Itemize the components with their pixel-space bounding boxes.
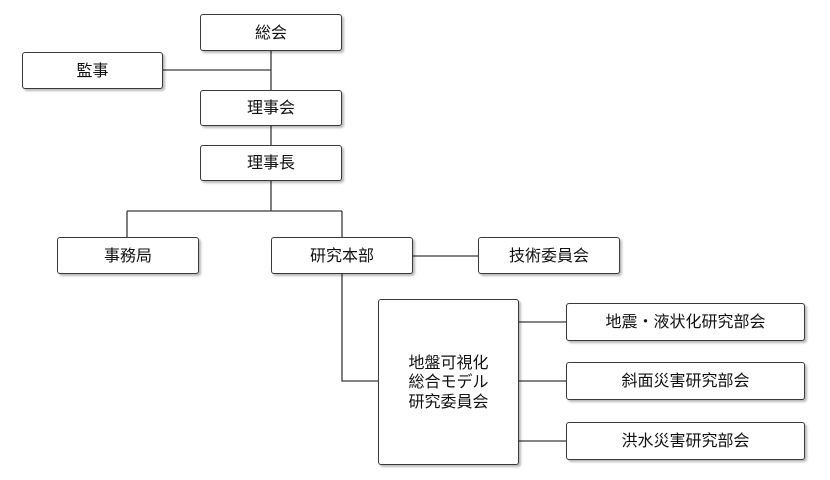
chairman-label: 理事長 (246, 153, 295, 173)
board-box: 理事会 (200, 90, 342, 126)
auditor-box: 監事 (22, 52, 163, 89)
board-label: 理事会 (246, 98, 295, 118)
flood-subcommittee-box: 洪水災害研究部会 (566, 422, 805, 460)
liquefaction-subcommittee-box: 地震・液状化研究部会 (566, 303, 805, 341)
connector-visualization-committee (341, 274, 378, 382)
technical-committee-box: 技術委員会 (478, 237, 620, 274)
visualization-committee-line-2: 総合モデル (408, 372, 489, 392)
visualization-committee-line-3: 研究委員会 (408, 391, 489, 411)
research-hq-box: 研究本部 (271, 237, 413, 274)
technical-committee-label: 技術委員会 (508, 245, 589, 265)
general-assembly-label: 総会 (254, 22, 287, 42)
chairman-box: 理事長 (200, 145, 342, 181)
visualization-committee-line-1: 地盤可視化 (408, 352, 489, 372)
liquefaction-subcommittee-label: 地震・液状化研究部会 (605, 312, 766, 332)
secretariat-box: 事務局 (57, 237, 199, 274)
auditor-label: 監事 (76, 60, 109, 80)
secretariat-label: 事務局 (103, 245, 152, 265)
slope-subcommittee-box: 斜面災害研究部会 (566, 362, 805, 400)
slope-subcommittee-label: 斜面災害研究部会 (621, 371, 750, 391)
research-hq-label: 研究本部 (309, 245, 374, 265)
visualization-committee-box: 地盤可視化 総合モデル 研究委員会 (378, 299, 519, 465)
general-assembly-box: 総会 (200, 14, 342, 51)
flood-subcommittee-label: 洪水災害研究部会 (621, 431, 750, 451)
